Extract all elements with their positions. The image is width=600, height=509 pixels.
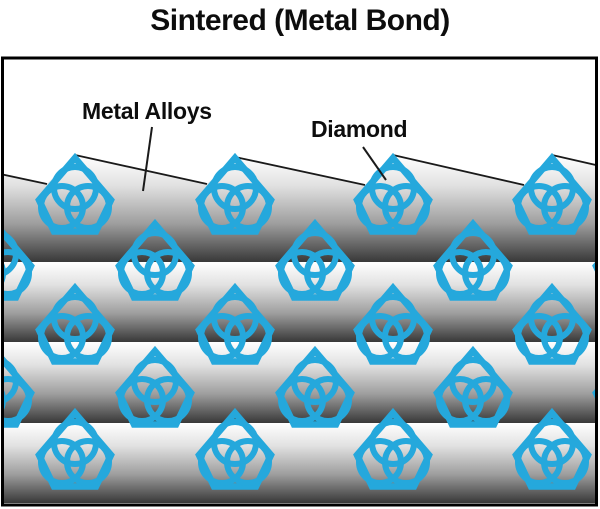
metal-alloys-leader-line [142,126,153,192]
diamond-label: Diamond [311,116,408,142]
panel-border [1,56,598,507]
figure-title: Sintered (Metal Bond) [150,4,450,37]
surface-line-segment [4,173,48,185]
metal-layer [4,342,595,423]
metal-layer [4,423,595,503]
surface-line-segment [392,154,525,186]
metal-alloys-label: Metal Alloys [82,98,212,124]
panel-interior [4,154,595,503]
metal-layer [4,262,595,342]
surface-line-segment [234,156,366,186]
surface-line-segment [551,154,595,166]
surface-line [4,154,595,186]
diamond-leader-line [362,146,387,181]
surface-line-segment [74,154,208,185]
